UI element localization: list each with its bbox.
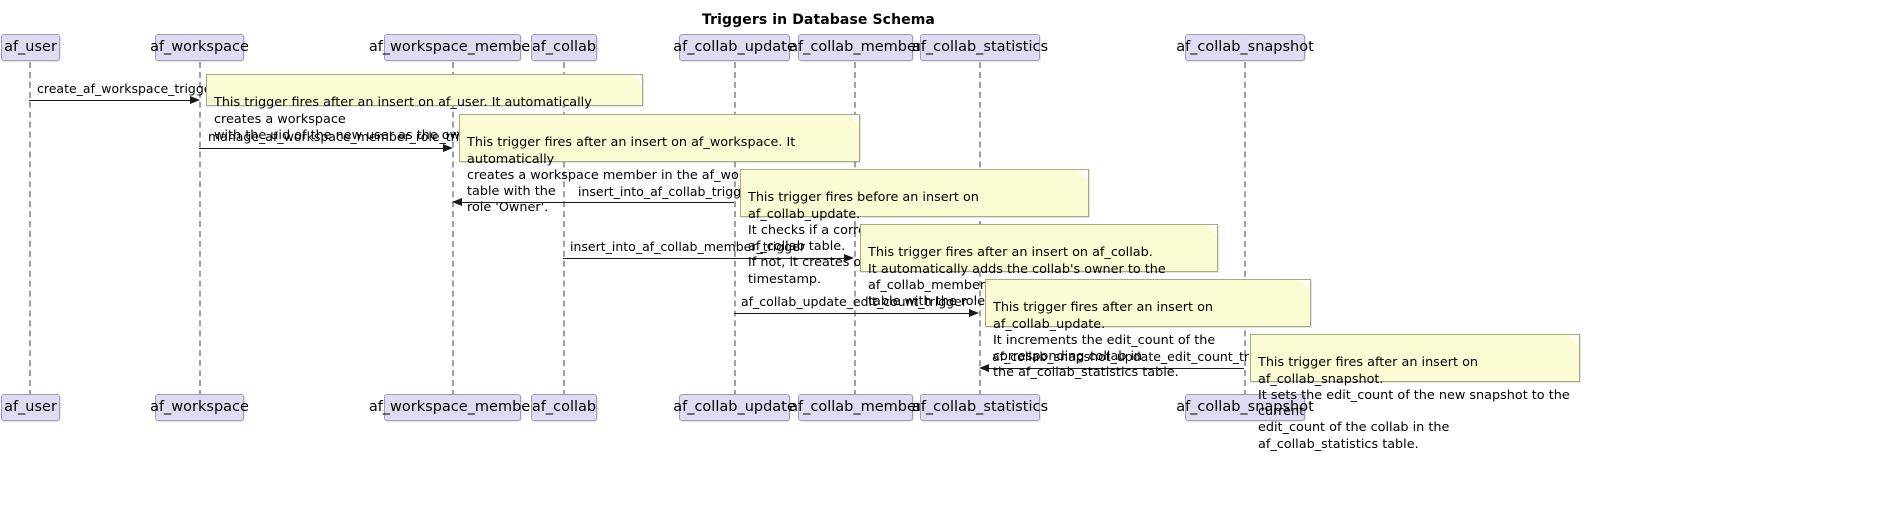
participant-af_collab_update-bottom[interactable]: af_collab_update [673,394,796,421]
message-label-manage_af_workspace_member_role_trigger: manage_af_workspace_member_role_trigger [208,129,488,144]
participant-af_workspace-top[interactable]: af_workspace [150,34,249,61]
participant-af_collab_member-top[interactable]: af_collab_member [789,34,922,61]
message-line-3 [462,202,734,203]
lifeline-af_collab_member [854,62,856,396]
message-arrowhead-3 [452,197,462,206]
note-fold-icon [1078,170,1088,180]
lifeline-af_collab_update [734,62,736,396]
message-label-af_collab_update_edit_count_trigger: af_collab_update_edit_count_trigger [741,294,967,309]
note-af_collab_snapshot_update_edit_count_trigger: This trigger fires after an insert on af… [1250,334,1580,452]
note-manage_af_workspace_member_role_trigger: This trigger fires after an insert on af… [459,114,860,215]
message-label-insert_into_af_collab_trigger: insert_into_af_collab_trigger [578,184,754,199]
participant-af_workspace_member-bottom[interactable]: af_workspace_member [369,394,536,421]
message-arrowhead-6 [979,363,989,372]
message-line-1 [29,100,194,101]
participant-af_collab-top[interactable]: af_collab [531,34,597,61]
message-label-af_collab_snapshot_update_edit_count_trigger: af_collab_snapshot_update_edit_count_tri… [992,349,1282,364]
participant-af_workspace-bottom[interactable]: af_workspace [150,394,249,421]
participant-af_user-top[interactable]: af_user [1,34,60,61]
message-line-6 [989,368,1244,369]
note-fold-icon [849,115,859,125]
note-fold-icon [632,75,642,85]
message-label-insert_into_af_collab_member_trigger: insert_into_af_collab_member_trigger [570,239,805,254]
participant-af_collab-bottom[interactable]: af_collab [531,394,597,421]
message-arrowhead-4 [844,253,854,262]
note-fold-icon [1207,225,1217,235]
lifeline-af_workspace [199,62,201,396]
note-create_af_workspace_trigger: This trigger fires after an insert on af… [206,74,643,143]
note-text: This trigger fires after an insert on af… [1258,355,1570,452]
message-label-create_af_workspace_trigger: create_af_workspace_trigger [37,81,217,96]
lifeline-af_collab [563,62,565,396]
note-fold-icon [1569,335,1579,345]
note-text: This trigger fires after an insert on af… [868,245,1166,310]
participant-af_workspace_member-top[interactable]: af_workspace_member [369,34,536,61]
note-text: This trigger fires after an insert on af… [467,135,850,216]
message-line-2 [199,148,447,149]
participant-af_collab_statistics-bottom[interactable]: af_collab_statistics [912,394,1048,421]
participant-af_collab_snapshot-bottom[interactable]: af_collab_snapshot [1176,394,1314,421]
participant-af_collab_statistics-top[interactable]: af_collab_statistics [912,34,1048,61]
diagram-title: Triggers in Database Schema [702,12,935,28]
participant-af_collab_snapshot-top[interactable]: af_collab_snapshot [1176,34,1314,61]
message-line-4 [563,258,845,259]
participant-af_user-bottom[interactable]: af_user [1,394,60,421]
message-arrowhead-1 [190,95,200,104]
participant-af_collab_member-bottom[interactable]: af_collab_member [789,394,922,421]
note-fold-icon [1300,280,1310,290]
message-arrowhead-2 [443,143,453,152]
note-insert_into_af_collab_member_trigger: This trigger fires after an insert on af… [860,224,1218,309]
note-text: This trigger fires after an insert on af… [993,300,1216,381]
note-af_collab_update_edit_count_trigger: This trigger fires after an insert on af… [985,279,1311,380]
message-line-5 [734,313,969,314]
message-arrowhead-5 [969,308,979,317]
lifeline-af_user [29,62,31,396]
note-insert_into_af_collab_trigger: This trigger fires before an insert on a… [740,169,1089,287]
participant-af_collab_update-top[interactable]: af_collab_update [673,34,796,61]
lifeline-af_collab_snapshot [1244,62,1246,396]
lifeline-af_workspace_member [452,62,454,396]
